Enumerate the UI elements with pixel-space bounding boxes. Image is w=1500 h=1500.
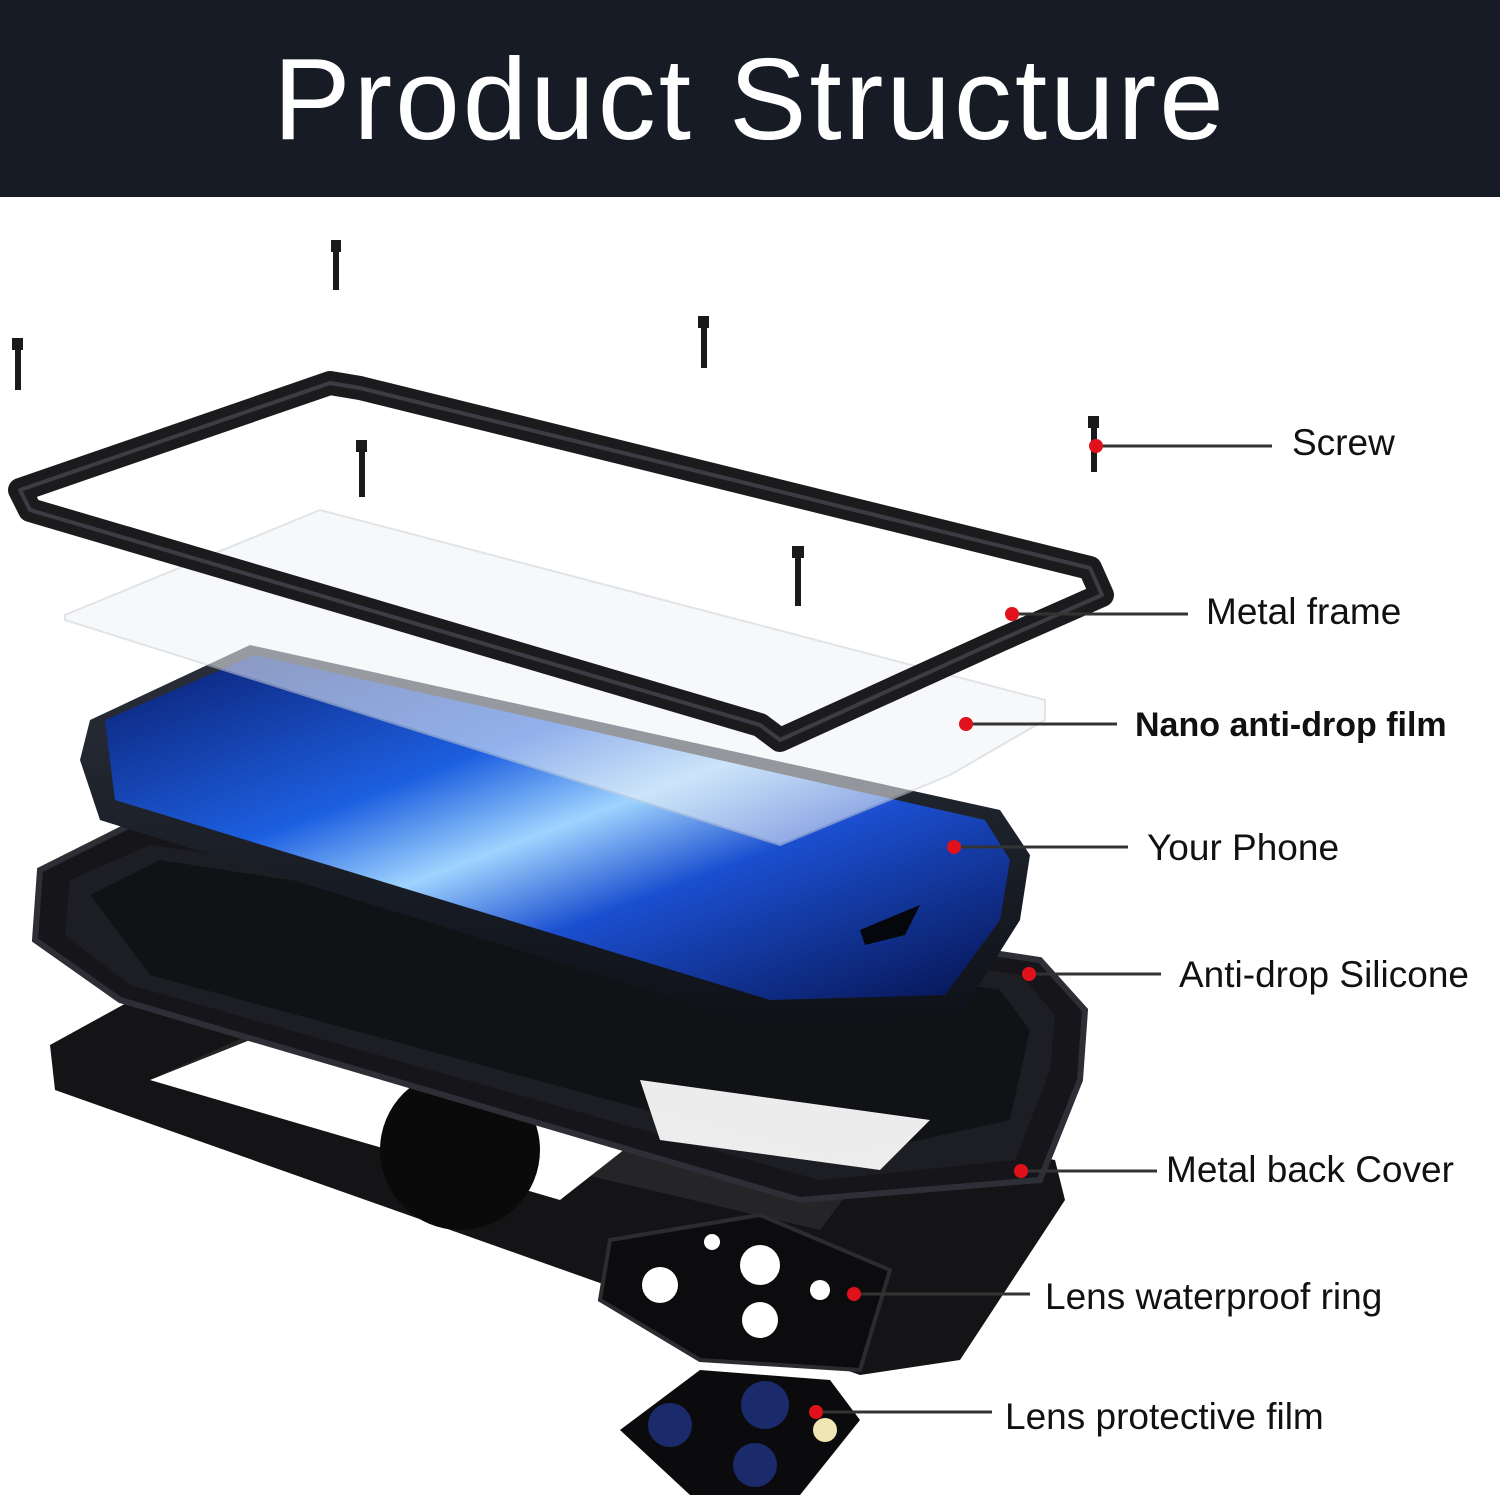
label-back-cover: Metal back Cover: [1166, 1149, 1454, 1190]
label-silicone: Anti-drop Silicone: [1179, 954, 1469, 995]
screw-4: [356, 440, 367, 497]
screw-3: [698, 316, 709, 368]
label-metal-frame: Metal frame: [1206, 591, 1402, 632]
callout-lens-film: [809, 1405, 992, 1419]
callout-metal-frame: [1005, 607, 1188, 621]
screw-1: [331, 240, 341, 290]
page-title: Product Structure: [273, 33, 1227, 164]
callout-your-phone: [947, 840, 1128, 854]
metal-frame: [8, 371, 1114, 752]
callout-back-cover: [1014, 1164, 1157, 1178]
header-bar: Product Structure: [0, 0, 1500, 197]
callout-lens-ring: [847, 1287, 1030, 1301]
label-screw: Screw: [1292, 422, 1395, 463]
lens-protective-film: [620, 1370, 860, 1495]
screw-6: [792, 546, 804, 606]
phone-body: [80, 645, 1030, 1025]
label-your-phone: Your Phone: [1147, 827, 1340, 868]
lens-waterproof-ring: [597, 1212, 893, 1373]
callout-screw: [1089, 439, 1272, 453]
callout-silicone: [1022, 967, 1161, 981]
label-lens-film: Lens protective film: [1005, 1396, 1324, 1437]
label-nano-film: Nano anti-drop film: [1135, 706, 1447, 744]
label-lens-ring: Lens waterproof ring: [1045, 1276, 1383, 1317]
screw-2: [12, 338, 23, 390]
callout-nano-film: [959, 717, 1117, 731]
